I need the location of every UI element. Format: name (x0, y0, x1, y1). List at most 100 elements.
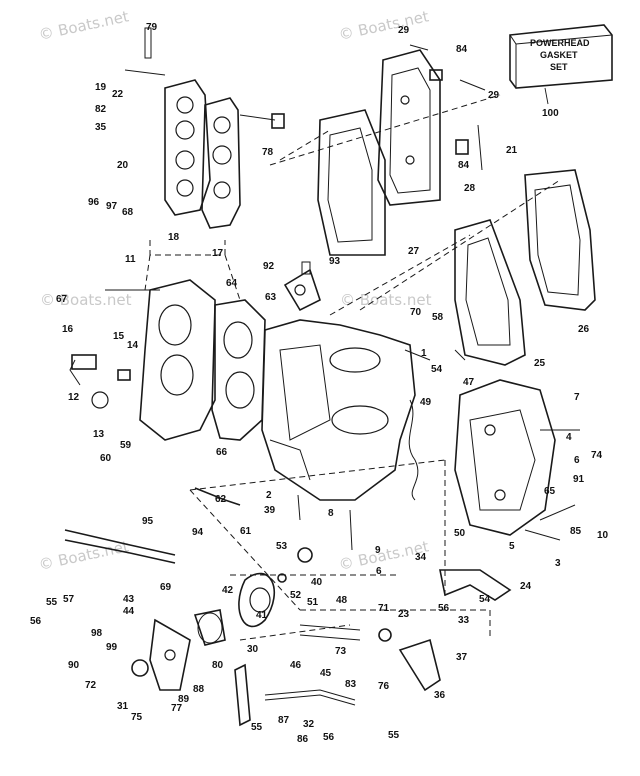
part-label-70: 70 (410, 307, 422, 318)
part-label-55: 55 (388, 730, 400, 741)
part-label-5: 5 (509, 541, 515, 552)
part-label-56: 56 (30, 616, 42, 627)
crankcase (454, 379, 556, 536)
part-label-78: 78 (262, 147, 274, 158)
part-label-95: 95 (142, 516, 154, 527)
part-label-33: 33 (458, 615, 470, 626)
part-label-13: 13 (93, 429, 105, 440)
part-label-1: 1 (421, 348, 427, 359)
part-label-2: 2 (266, 490, 272, 501)
part-label-54: 54 (479, 594, 491, 605)
part-label-10: 10 (597, 530, 609, 541)
part-label-91: 91 (573, 474, 585, 485)
part-label-48: 48 (336, 595, 348, 606)
part-label-65: 65 (544, 486, 556, 497)
part-label-44: 44 (123, 606, 135, 617)
guide-lines (144, 94, 561, 641)
part-label-50: 50 (454, 528, 466, 539)
gasket-set-line2: GASKET (540, 50, 578, 60)
watermark-2: © Boats.net (337, 7, 430, 44)
part-label-67: 67 (56, 294, 68, 305)
part-label-46: 46 (290, 660, 302, 671)
gasket-set-line1: POWERHEAD (530, 38, 590, 48)
part-label-77: 77 (171, 703, 183, 714)
watermark-5: © Boats.net (37, 537, 130, 574)
part-label-87: 87 (278, 715, 290, 726)
part-label-56: 56 (438, 603, 450, 614)
part-label-63: 63 (265, 292, 277, 303)
part-label-93: 93 (329, 256, 341, 267)
part-label-23: 23 (398, 609, 410, 620)
part-label-9: 9 (375, 545, 381, 556)
part-label-32: 32 (303, 719, 315, 730)
linkage-assembly (64, 349, 580, 727)
part-label-16: 16 (62, 324, 74, 335)
gasket-set-line3: SET (550, 62, 568, 72)
part-label-80: 80 (212, 660, 224, 671)
part-label-53: 53 (276, 541, 288, 552)
part-label-88: 88 (193, 684, 205, 695)
part-label-12: 12 (68, 392, 80, 403)
bracket-parts (283, 261, 321, 312)
part-label-85: 85 (570, 526, 582, 537)
part-label-96: 96 (88, 197, 100, 208)
part-label-24: 24 (520, 581, 532, 592)
part-label-35: 35 (95, 122, 107, 133)
part-label-62: 62 (215, 494, 227, 505)
part-label-60: 60 (100, 453, 112, 464)
part-label-22: 22 (112, 89, 124, 100)
part-label-58: 58 (432, 312, 444, 323)
part-label-57: 57 (63, 594, 75, 605)
part-label-49: 49 (420, 397, 432, 408)
part-label-64: 64 (226, 278, 238, 289)
part-label-72: 72 (85, 680, 97, 691)
part-label-29: 29 (488, 90, 500, 101)
part-label-99: 99 (106, 642, 118, 653)
part-label-36: 36 (434, 690, 446, 701)
part-label-79: 79 (146, 22, 158, 33)
part-label-61: 61 (240, 526, 252, 537)
part-label-gasket-set: 100 (542, 108, 559, 119)
part-label-55: 55 (251, 722, 263, 733)
part-label-39: 39 (264, 505, 276, 516)
part-label-40: 40 (311, 577, 323, 588)
part-label-26: 26 (578, 324, 590, 335)
part-label-89: 89 (178, 694, 190, 705)
exhaust-covers (317, 44, 486, 256)
part-label-69: 69 (160, 582, 172, 593)
part-label-76: 76 (378, 681, 390, 692)
part-label-98: 98 (91, 628, 103, 639)
part-label-6: 6 (376, 566, 382, 577)
cylinder-head (69, 279, 266, 441)
part-label-59: 59 (120, 440, 132, 451)
part-label-75: 75 (131, 712, 143, 723)
part-label-90: 90 (68, 660, 80, 671)
cylinder-block (261, 319, 416, 501)
part-label-14: 14 (127, 340, 139, 351)
part-label-56: 56 (323, 732, 335, 743)
part-label-29: 29 (398, 25, 410, 36)
part-label-66: 66 (216, 447, 228, 458)
part-label-4: 4 (566, 432, 572, 443)
part-label-47: 47 (463, 377, 475, 388)
part-label-74: 74 (591, 450, 603, 461)
watermark-4: © Boats.net (340, 291, 432, 309)
part-label-83: 83 (345, 679, 357, 690)
watermark-1: © Boats.net (37, 7, 130, 44)
part-label-11: 11 (125, 254, 136, 265)
part-label-54: 54 (431, 364, 443, 375)
part-label-37: 37 (456, 652, 468, 663)
part-label-68: 68 (122, 207, 134, 218)
part-label-86: 86 (297, 734, 309, 745)
part-label-30: 30 (247, 644, 259, 655)
part-label-20: 20 (117, 160, 129, 171)
part-label-92: 92 (263, 261, 275, 272)
part-label-43: 43 (123, 594, 135, 605)
part-label-97: 97 (106, 201, 118, 212)
part-label-25: 25 (534, 358, 546, 369)
part-label-19: 19 (95, 82, 107, 93)
part-label-71: 71 (378, 603, 390, 614)
part-label-82: 82 (95, 104, 107, 115)
part-label-3: 3 (555, 558, 561, 569)
